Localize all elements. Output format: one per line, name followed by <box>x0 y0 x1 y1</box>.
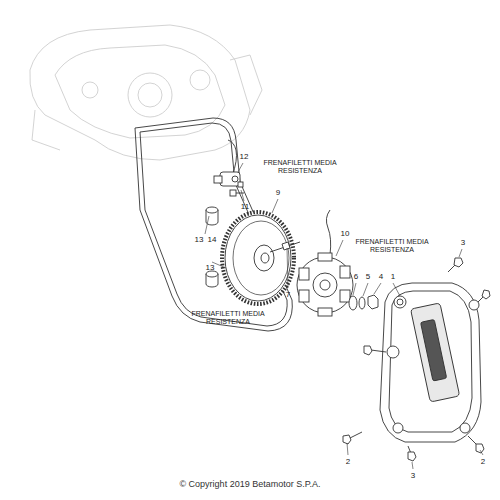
callout-number: 1 <box>391 272 395 281</box>
assembly-note: FRENAFILETTI MEDIA RESISTENZA <box>263 159 337 175</box>
ignition-cover <box>380 283 481 442</box>
callout-number: 3 <box>461 238 465 247</box>
callout-number: 13 <box>195 235 204 244</box>
assembly-note: FRENAFILETTI MEDIA RESISTENZA <box>355 238 429 254</box>
cover-bolts <box>343 258 490 461</box>
callout-number: 7 <box>286 290 290 299</box>
gasket <box>135 118 292 331</box>
flywheel-bolt <box>270 242 300 252</box>
callout-number: 13 <box>206 263 215 272</box>
callout-number: 3 <box>411 471 415 480</box>
callout-number: 14 <box>208 235 217 244</box>
flywheel <box>222 212 294 304</box>
callout-number: 9 <box>276 188 280 197</box>
callout-number: 11 <box>241 202 249 211</box>
nut-washers <box>349 295 378 310</box>
assembly-note: FRENAFILETTI MEDIA RESISTENZA <box>191 310 265 326</box>
copyright-notice: © Copyright 2019 Betamotor S.P.A. <box>179 479 320 489</box>
pickup-sensor <box>214 140 240 186</box>
stator <box>297 210 353 316</box>
callout-number: 12 <box>240 152 249 161</box>
callout-number: 2 <box>481 457 485 466</box>
dowels <box>206 207 218 287</box>
callout-number: 4 <box>379 272 383 281</box>
crankcase-ghost <box>30 25 262 160</box>
callout-number: 6 <box>354 272 358 281</box>
callout-number: 2 <box>346 457 350 466</box>
callout-number: 10 <box>341 229 350 238</box>
callout-number: 5 <box>366 272 370 281</box>
